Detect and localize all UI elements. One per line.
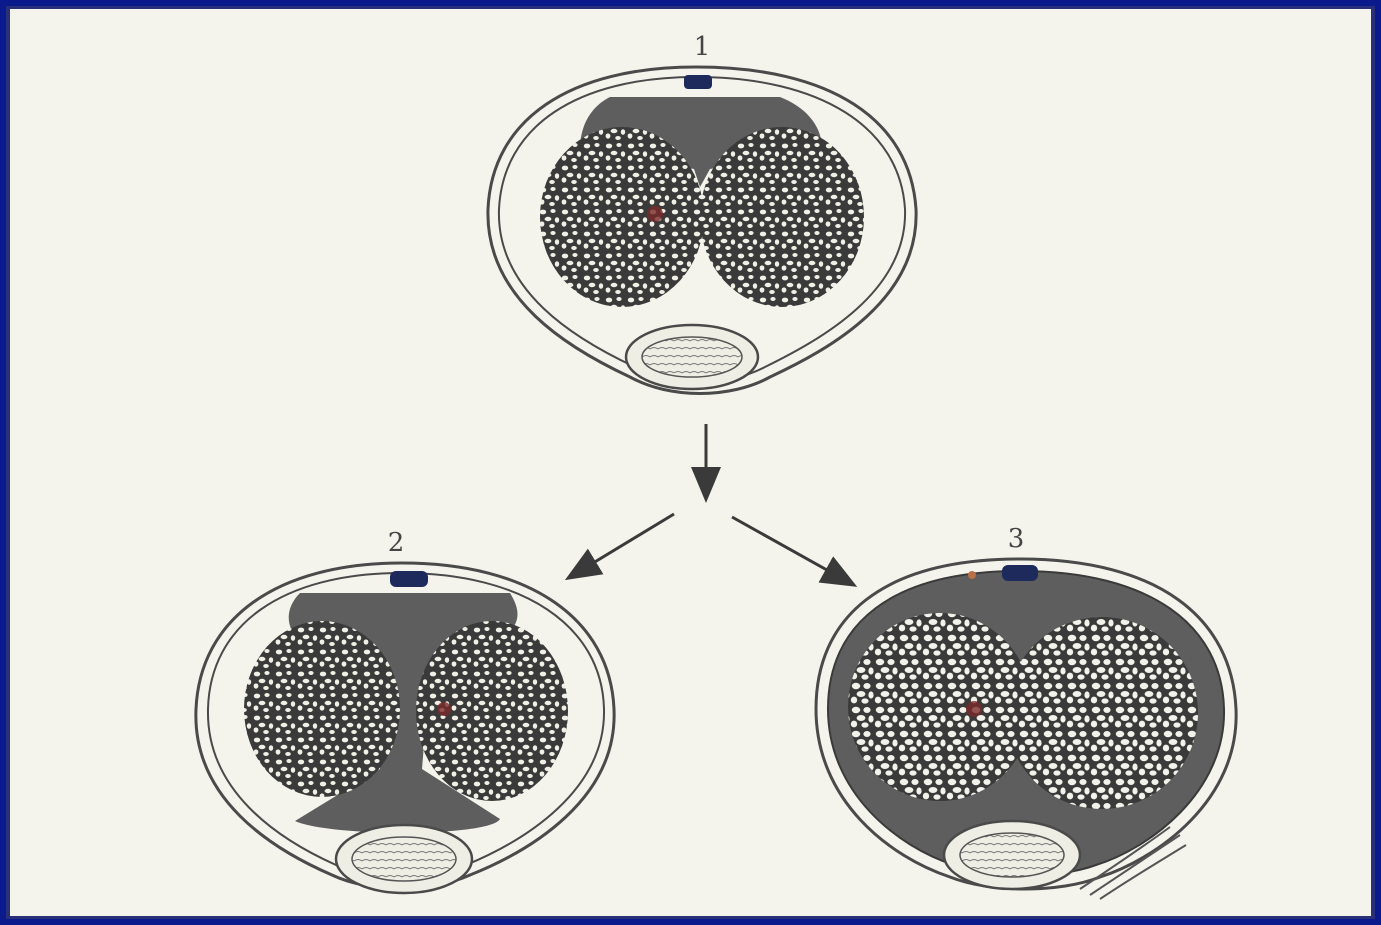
corpus-right-3 (1006, 617, 1198, 809)
corpus-left-1 (540, 127, 704, 307)
urethra-inner-1 (642, 337, 742, 377)
section-1: 1 (488, 32, 916, 394)
arrow-right (732, 517, 852, 584)
section-3: 3 (816, 524, 1236, 899)
diagram-canvas: 1 (10, 9, 1371, 916)
artery-dot-1 (647, 206, 663, 222)
artery-dot-2 (437, 702, 451, 716)
dorsal-vein-1 (684, 75, 712, 89)
dorsal-vein-3 (1002, 565, 1038, 581)
arrow-left (570, 514, 674, 577)
corpus-right-1 (700, 127, 864, 307)
nerve-dot-3 (968, 571, 976, 579)
artery-dot-3 (966, 701, 982, 717)
cross-section-diagram: 1 (10, 9, 1371, 916)
label-2: 2 (388, 528, 405, 558)
corpus-left-2 (244, 621, 400, 797)
corpus-left-3 (848, 613, 1032, 801)
arrows (570, 424, 852, 584)
dorsal-vein-2 (390, 571, 428, 587)
label-3: 3 (1008, 524, 1025, 554)
urethra-inner-2 (352, 837, 456, 881)
urethra-inner-3 (960, 833, 1064, 877)
slide-frame: 1 (6, 6, 1375, 919)
label-1: 1 (694, 32, 711, 62)
section-2: 2 (196, 528, 614, 893)
